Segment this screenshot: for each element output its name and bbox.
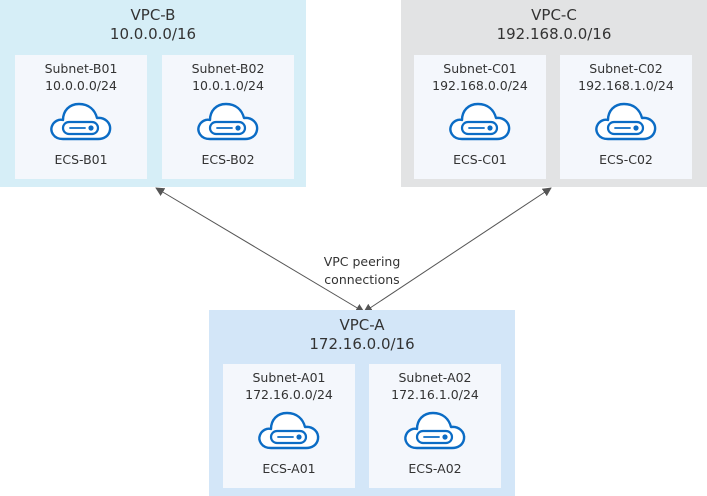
cloud-server-icon <box>449 102 511 141</box>
subnet-name: Subnet-B01 <box>44 61 118 76</box>
cloud-server-icon <box>197 102 259 141</box>
ecs-name: ECS-A01 <box>262 461 316 476</box>
subnet-a02: Subnet-A02 172.16.1.0/24 ECS-A02 <box>369 364 501 488</box>
peering-arrow-a-c <box>363 187 552 313</box>
ecs-name: ECS-B01 <box>54 152 108 167</box>
vpc-b-box: VPC-B 10.0.0.0/16 Subnet-B01 10.0.0.0/24… <box>0 0 306 187</box>
subnet-cidr: 172.16.0.0/24 <box>245 387 333 402</box>
vpc-c-cidr: 192.168.0.0/16 <box>496 25 612 43</box>
cloud-server-icon <box>404 411 466 450</box>
subnet-name: Subnet-C01 <box>443 61 517 76</box>
vpc-a-box: VPC-A 172.16.0.0/16 Subnet-A01 172.16.0.… <box>209 310 515 496</box>
subnet-name: Subnet-C02 <box>589 61 663 76</box>
vpc-b-cidr: 10.0.0.0/16 <box>109 25 197 43</box>
vpc-c-name: VPC-C <box>531 6 577 24</box>
ecs-name: ECS-B02 <box>201 152 255 167</box>
subnet-cidr: 192.168.0.0/24 <box>432 78 528 93</box>
subnet-name: Subnet-A01 <box>252 370 326 385</box>
peering-label-line1: VPC peering <box>323 254 401 269</box>
subnet-b02: Subnet-B02 10.0.1.0/24 ECS-B02 <box>162 55 294 179</box>
subnet-cidr: 10.0.1.0/24 <box>192 78 264 93</box>
subnet-c01: Subnet-C01 192.168.0.0/24 ECS-C01 <box>414 55 546 179</box>
cloud-server-icon <box>50 102 112 141</box>
peering-label-line2: connections <box>324 272 400 287</box>
vpc-c-box: VPC-C 192.168.0.0/16 Subnet-C01 192.168.… <box>401 0 707 187</box>
subnet-a01: Subnet-A01 172.16.0.0/24 ECS-A01 <box>223 364 355 488</box>
subnet-name: Subnet-B02 <box>191 61 265 76</box>
subnet-cidr: 10.0.0.0/24 <box>45 78 117 93</box>
vpc-a-name: VPC-A <box>339 316 385 334</box>
vpc-b-name: VPC-B <box>130 6 176 24</box>
cloud-server-icon <box>595 102 657 141</box>
peering-arrow-a-b <box>155 187 365 313</box>
subnet-name: Subnet-A02 <box>398 370 472 385</box>
subnet-b01: Subnet-B01 10.0.0.0/24 ECS-B01 <box>15 55 147 179</box>
subnet-cidr: 172.16.1.0/24 <box>391 387 479 402</box>
ecs-name: ECS-C01 <box>453 152 507 167</box>
subnet-cidr: 192.168.1.0/24 <box>578 78 674 93</box>
subnet-c02: Subnet-C02 192.168.1.0/24 ECS-C02 <box>560 55 692 179</box>
ecs-name: ECS-C02 <box>599 152 653 167</box>
cloud-server-icon <box>258 411 320 450</box>
vpc-a-cidr: 172.16.0.0/16 <box>309 335 415 353</box>
ecs-name: ECS-A02 <box>408 461 462 476</box>
